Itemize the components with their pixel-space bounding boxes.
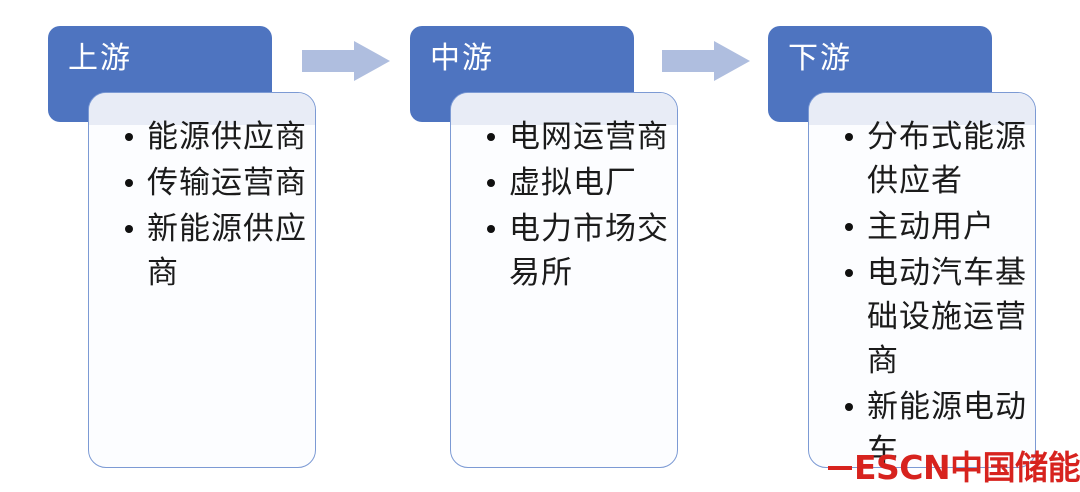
list-item: 传输运营商 xyxy=(123,161,309,205)
list-item: 电力市场交易所 xyxy=(485,207,671,295)
stage-list-downstream: 分布式能源供应者 主动用户 电动汽车基础设施运营商 新能源电动车 xyxy=(809,93,1035,467)
right-arrow-icon xyxy=(662,41,750,81)
list-item: 分布式能源供应者 xyxy=(843,115,1029,203)
stage-card-downstream: 分布式能源供应者 主动用户 电动汽车基础设施运营商 新能源电动车 xyxy=(808,92,1036,468)
watermark-escn: ESCN中国储能网 xyxy=(828,447,1080,489)
stage-list-midstream: 电网运营商 虚拟电厂 电力市场交易所 xyxy=(451,93,677,295)
right-arrow-icon xyxy=(302,41,390,81)
stage-header-label-midstream: 中游 xyxy=(430,41,494,76)
stage-header-label-upstream: 上游 xyxy=(68,41,132,76)
watermark-text: ESCN中国储能网 xyxy=(854,448,1080,487)
stage-card-midstream: 电网运营商 虚拟电厂 电力市场交易所 xyxy=(450,92,678,468)
stage-header-label-downstream: 下游 xyxy=(788,41,852,76)
list-item: 新能源供应商 xyxy=(123,207,309,295)
watermark-rule xyxy=(828,466,852,470)
list-item: 虚拟电厂 xyxy=(485,161,671,205)
list-item: 能源供应商 xyxy=(123,115,309,159)
list-item: 主动用户 xyxy=(843,205,1029,249)
stage-card-upstream: 能源供应商 传输运营商 新能源供应商 xyxy=(88,92,316,468)
stage-list-upstream: 能源供应商 传输运营商 新能源供应商 xyxy=(89,93,315,295)
list-item: 电动汽车基础设施运营商 xyxy=(843,251,1029,383)
list-item: 新能源电动车 xyxy=(843,385,1029,467)
list-item: 电网运营商 xyxy=(485,115,671,159)
